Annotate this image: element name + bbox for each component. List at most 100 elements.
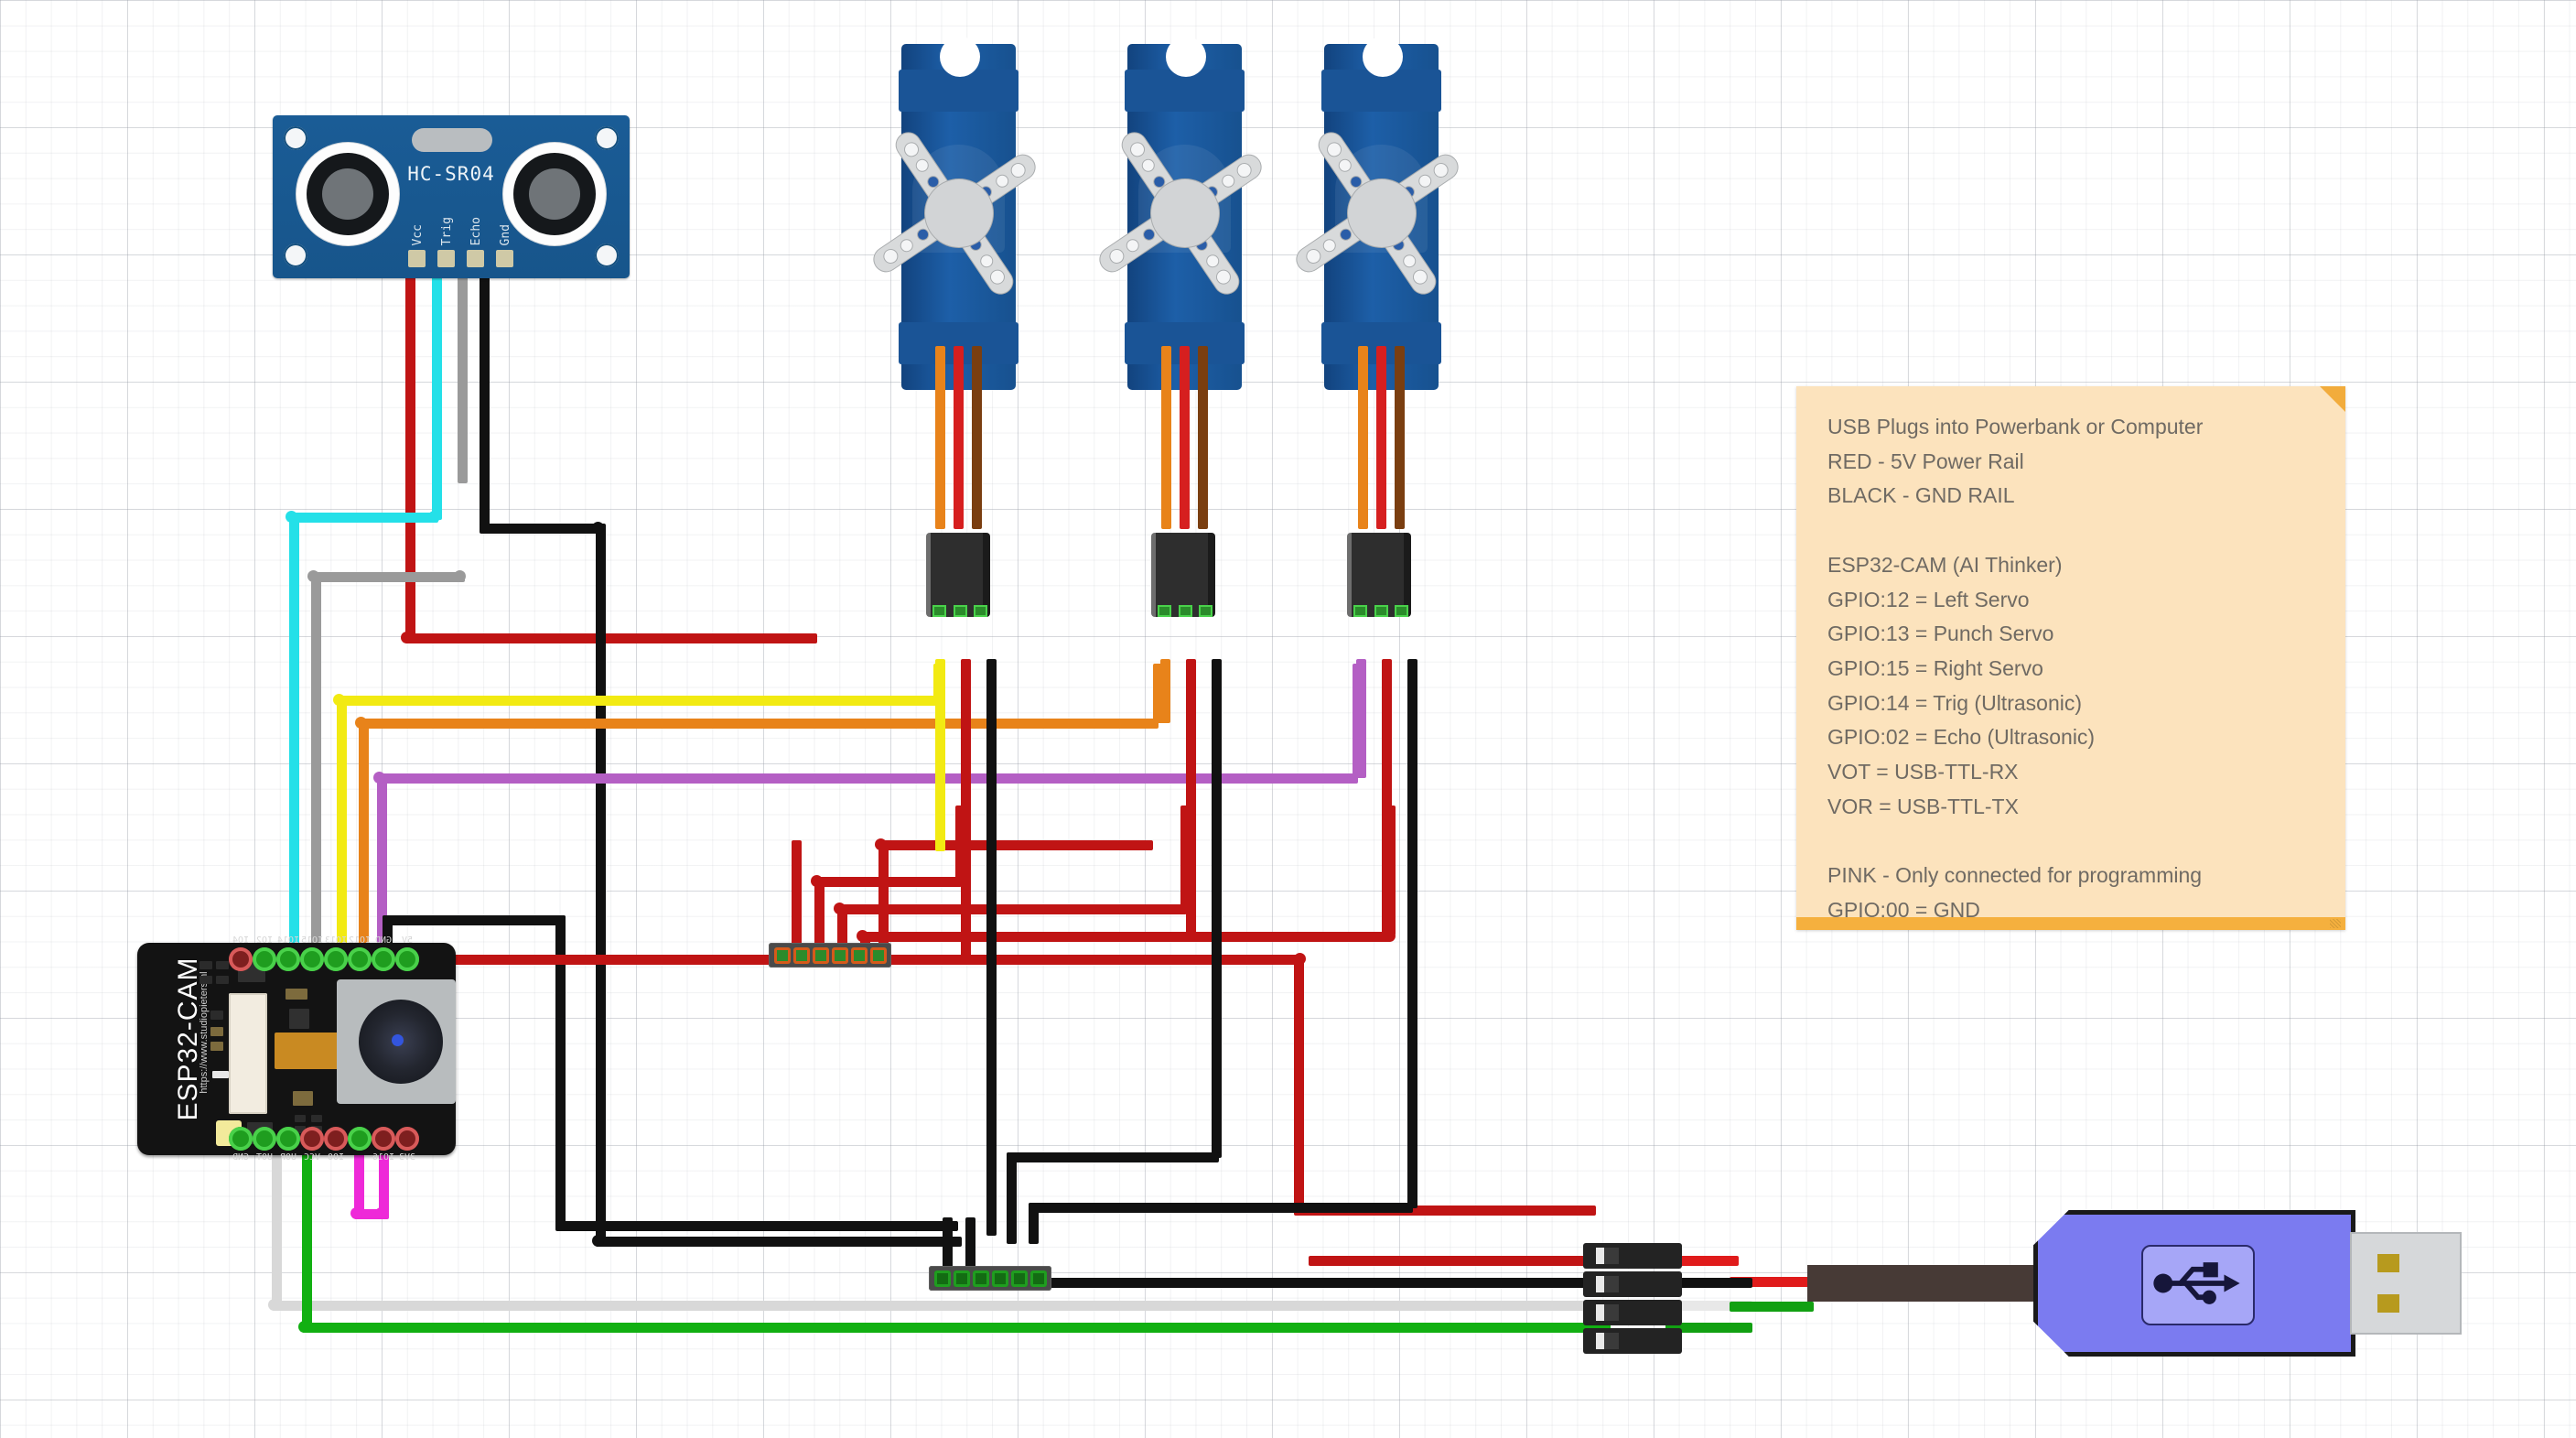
pin-gnd[interactable]: Gnd [496,224,513,267]
horn-hole [994,173,1010,189]
horn-hole [1128,140,1147,159]
smd-resistor [286,989,307,1000]
wire-usbttl-red2 [1730,1277,1814,1287]
horn-hole [1338,227,1353,242]
servo-connector-right[interactable] [1347,533,1411,617]
mounting-hole [595,243,619,267]
pin-label: IO15 [300,935,324,946]
esp-pin-io0[interactable] [348,1127,372,1151]
dupont-socket-5v[interactable] [1583,1243,1682,1269]
servo-shaft-notch [1363,37,1403,77]
horn-hole [915,227,931,242]
pin-vcc[interactable]: Vcc [408,224,426,267]
connector-pin-ground [1199,605,1213,617]
esp-pin-u0t[interactable]: U0T [253,1127,276,1162]
esp-pin-gnd-top[interactable]: GND [372,935,395,971]
transducer-right [503,143,606,245]
wire-servo2-gnd [1212,659,1222,1158]
esp-pin-io15[interactable]: IO15 [300,935,324,971]
servo-motor-right[interactable] [1292,37,1462,529]
rail-hole [813,946,829,964]
wire-rail-branch-1 [792,840,802,959]
esp-pin-3v3[interactable]: 3V3 [395,1127,419,1162]
servo-connector-punch[interactable] [1151,533,1215,617]
wire-rail-right [878,955,1299,965]
pin-trig[interactable]: Trig [437,217,455,267]
wire-usbttl-white [1665,1301,1752,1311]
wire-junction [401,632,413,643]
wire-junction [355,717,367,729]
power-rail-strip[interactable] [769,943,891,968]
rail-hole [1030,1270,1047,1287]
hc-sr04-ultrasonic-sensor[interactable]: HC-SR04 Vcc Trig Echo Gnd [273,115,630,278]
wire-servo3-pwr [1382,659,1392,935]
wiring-notes-sticky[interactable]: USB Plugs into Powerbank or Computer RED… [1796,386,2345,930]
servo-motor-left[interactable] [869,37,1040,529]
usb-metal-shell [2350,1232,2462,1335]
esp-pin-gnd2[interactable]: IO0 [324,1127,348,1162]
wire-junction [428,511,440,523]
horn-hole [1411,267,1429,287]
pin-label: 5V [401,935,414,946]
horn-hole [1140,157,1157,174]
usb-a-plug[interactable] [2033,1210,2462,1357]
horn-hole [1321,237,1338,254]
esp-pin-io13[interactable]: IO13 [324,935,348,971]
esp32-cam-board[interactable]: ESP32-CAM https://www.studiopieters.nl I… [137,935,456,1162]
horn-hole [1431,161,1450,179]
esp-top-header[interactable]: IO4 IO2 IO14 IO15 IO13 IO12 GND 5V [229,935,419,971]
esp-pin-gnd-bottom[interactable]: GND [229,1127,253,1162]
dupont-socket-rx[interactable] [1583,1300,1682,1325]
wire-servo1-pwr [961,659,971,957]
smd-capacitor [293,1091,313,1106]
camera-lens-dot [392,1034,404,1046]
servo-cable-orange [935,346,945,529]
wire-rail-branch-3 [837,904,847,961]
wire-esp-gnd-run [383,915,566,925]
ground-rail-strip[interactable] [929,1266,1051,1291]
wire-junction [286,511,297,523]
pin-label: Vcc [411,223,425,245]
horn-hole [1417,173,1433,189]
horn-hole [902,140,921,159]
smd-resistor [210,1027,223,1036]
esp-pin-io4[interactable]: IO4 [229,935,253,971]
sensor-label: HC-SR04 [407,163,495,185]
pin-label: GND [374,935,393,946]
esp-bottom-header[interactable]: GND U0T U0R VCC IO0 IO16 3V3 [229,1127,419,1162]
esp-pin-vcc[interactable]: VCC [300,1127,324,1162]
servo-horn-hub [1151,179,1219,247]
dupont-socket-gnd[interactable] [1583,1271,1682,1297]
horn-hole [1325,140,1343,159]
servo-motor-punch[interactable] [1095,37,1266,529]
esp-pin-io2[interactable]: IO2 [253,935,276,971]
pin-label: GND [232,1152,250,1162]
dupont-socket-tx[interactable] [1583,1328,1682,1354]
horn-hole [1107,247,1126,265]
wire-esp-5v-bottom [1294,1206,1596,1216]
note-resize-grip[interactable] [2330,919,2341,928]
wire-junction [298,1321,310,1333]
wire-servo2-pwr [1186,659,1196,934]
horn-hole [1204,253,1221,269]
usb-contact-pad [2377,1254,2399,1272]
pin-echo[interactable]: Echo [467,217,484,267]
wire-junction [373,772,385,784]
wire-ultrasonic-gnd [480,273,490,529]
esp-pin-io16[interactable]: IO16 [372,1127,395,1162]
wire-servo2-gnd-down [1007,1152,1017,1244]
servo-cable-red [954,346,964,529]
esp-pin-io14[interactable]: IO14 [276,935,300,971]
pin-label: IO2 [255,935,274,946]
horn-hole [881,247,900,265]
esp-pin-io12[interactable]: IO12 [348,935,372,971]
sensor-pin-row: Vcc Trig Echo Gnd [408,217,513,267]
wire-esp-gnd-down [555,915,566,1227]
esp-pin-u0r[interactable]: U0R [276,1127,300,1162]
servo-connector-left[interactable] [926,533,990,617]
wire-pink-a [354,1144,364,1217]
wire-orange-run [359,719,1159,729]
pin-label: VCC [303,1152,321,1162]
esp-pin-5v[interactable]: 5V [395,935,419,971]
